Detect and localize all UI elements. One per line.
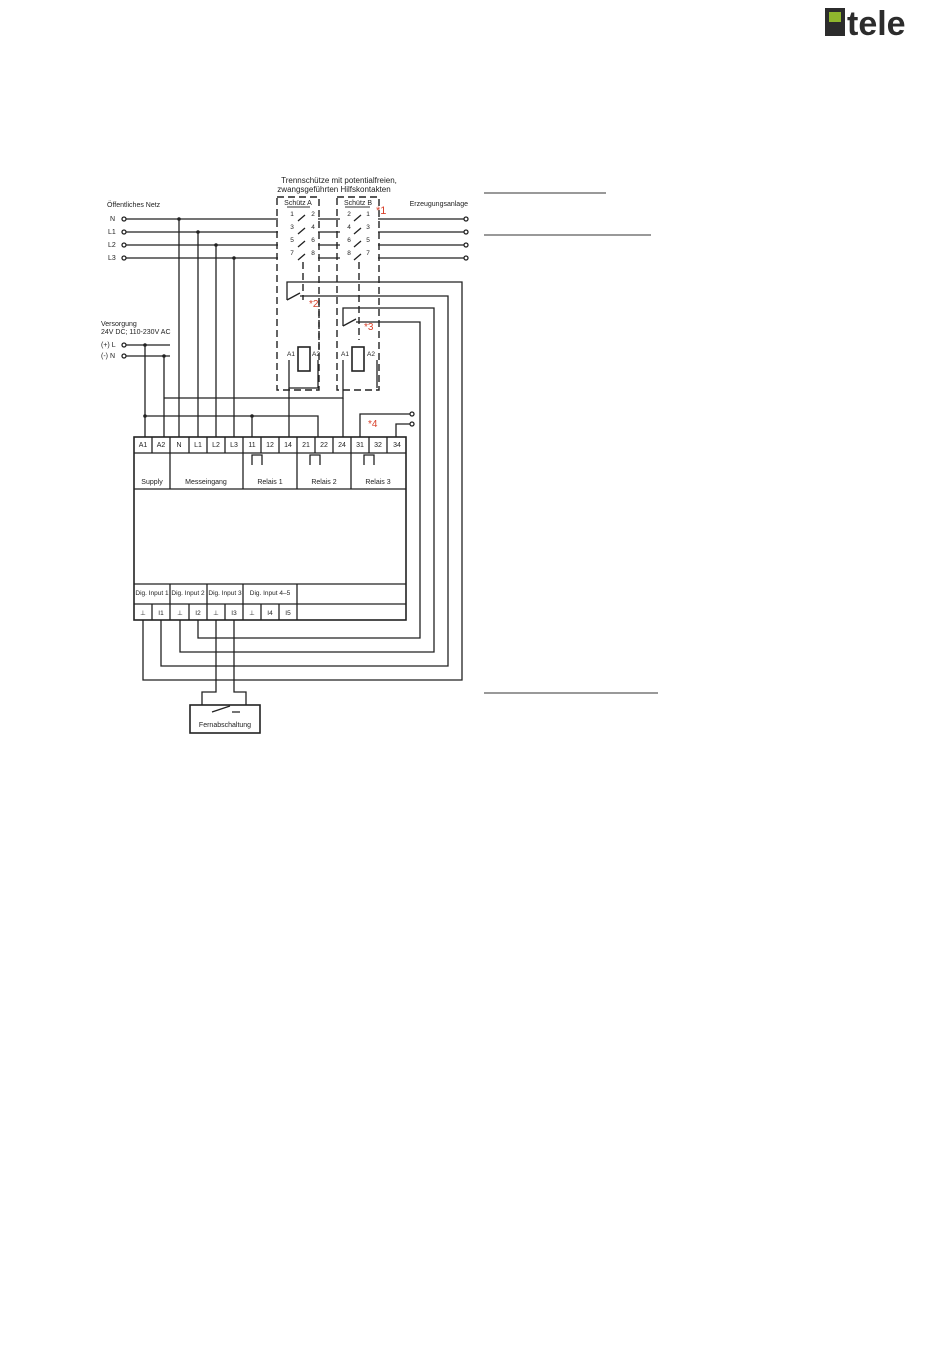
dig-input-4-5: Dig. Input 4–5 (250, 590, 291, 597)
group-messeingang: Messeingang (185, 479, 227, 486)
svg-text:A1: A1 (139, 442, 148, 449)
svg-text:12: 12 (266, 442, 274, 449)
note-marker-1: *1 (376, 205, 386, 217)
svg-text:I3: I3 (231, 610, 237, 617)
supply-minus: (-) N (101, 353, 115, 360)
generation-label: Erzeugungsanlage (410, 201, 468, 208)
svg-text:1: 1 (366, 211, 370, 218)
logo-text: tele (847, 5, 906, 40)
svg-text:N: N (176, 442, 181, 449)
remote-switch-label: Fernabschaltung (199, 722, 251, 729)
svg-text:5: 5 (366, 237, 370, 244)
contactor-b: Schütz B 2 1 4 3 6 5 8 7 A1 A2 *1 (336, 196, 386, 391)
svg-text:I1: I1 (158, 610, 164, 617)
contactor-a: Schütz A 1 2 3 4 5 6 7 8 A1 A2 (276, 196, 320, 391)
supply-label-2: 24V DC; 110-230V AC (101, 329, 171, 336)
svg-text:34: 34 (393, 442, 401, 449)
line-label-n: N (110, 216, 115, 223)
group-relais-2: Relais 2 (311, 479, 336, 486)
svg-text:I5: I5 (285, 610, 291, 617)
dig-input-2: Dig. Input 2 (171, 590, 205, 597)
group-relais-3: Relais 3 (365, 479, 390, 486)
svg-text:6: 6 (347, 237, 351, 244)
line-label-l2: L2 (108, 242, 116, 249)
wiring-diagram: Trennschütze mit potentialfreien, zwangs… (101, 176, 658, 734)
svg-text:I2: I2 (195, 610, 201, 617)
svg-text:8: 8 (311, 250, 315, 257)
svg-text:4: 4 (347, 224, 351, 231)
dig-input-3: Dig. Input 3 (208, 590, 242, 597)
group-supply: Supply (141, 479, 163, 486)
svg-text:A2: A2 (367, 351, 375, 358)
svg-text:⊥: ⊥ (177, 610, 183, 617)
contactor-header-line1: Trennschütze mit potentialfreien, (281, 176, 397, 185)
svg-text:21: 21 (302, 442, 310, 449)
svg-text:I4: I4 (267, 610, 273, 617)
svg-text:14: 14 (284, 442, 292, 449)
tele-logo: tele (825, 5, 906, 40)
svg-text:2: 2 (347, 211, 351, 218)
svg-text:7: 7 (366, 250, 370, 257)
svg-text:⊥: ⊥ (140, 610, 146, 617)
contactor-b-label: Schütz B (344, 200, 372, 207)
svg-text:⊥: ⊥ (249, 610, 255, 617)
svg-text:3: 3 (366, 224, 370, 231)
svg-text:3: 3 (290, 224, 294, 231)
line-label-l3: L3 (108, 255, 116, 262)
svg-text:L2: L2 (212, 442, 220, 449)
svg-text:A2: A2 (312, 351, 320, 358)
line-label-l1: L1 (108, 229, 116, 236)
phase-lines: N L1 L2 L3 (108, 216, 469, 262)
svg-text:32: 32 (374, 442, 382, 449)
note-marker-3: *3 (364, 322, 374, 333)
note-marker-4: *4 (368, 419, 378, 430)
svg-text:⊥: ⊥ (213, 610, 219, 617)
svg-text:7: 7 (290, 250, 294, 257)
supply-label-1: Versorgung (101, 321, 137, 328)
svg-text:6: 6 (311, 237, 315, 244)
dig-input-1: Dig. Input 1 (135, 590, 169, 597)
contactor-header-line2: zwangsgeführten Hilfskontakten (277, 185, 390, 194)
svg-text:L1: L1 (194, 442, 202, 449)
svg-text:A1: A1 (287, 351, 295, 358)
svg-text:A2: A2 (157, 442, 166, 449)
svg-text:2: 2 (311, 211, 315, 218)
svg-text:22: 22 (320, 442, 328, 449)
svg-text:5: 5 (290, 237, 294, 244)
note-marker-2: *2 (309, 299, 319, 310)
svg-text:4: 4 (311, 224, 315, 231)
group-relais-1: Relais 1 (257, 479, 282, 486)
svg-text:1: 1 (290, 211, 294, 218)
contactor-a-label: Schütz A (284, 200, 312, 207)
svg-text:11: 11 (248, 442, 255, 449)
svg-text:A1: A1 (341, 351, 349, 358)
svg-text:L3: L3 (230, 442, 238, 449)
svg-text:24: 24 (338, 442, 346, 449)
grid-label: Öffentliches Netz (107, 201, 161, 209)
svg-text:31: 31 (356, 442, 364, 449)
device-body (133, 436, 407, 621)
svg-text:8: 8 (347, 250, 351, 257)
supply-plus: (+) L (101, 342, 116, 349)
